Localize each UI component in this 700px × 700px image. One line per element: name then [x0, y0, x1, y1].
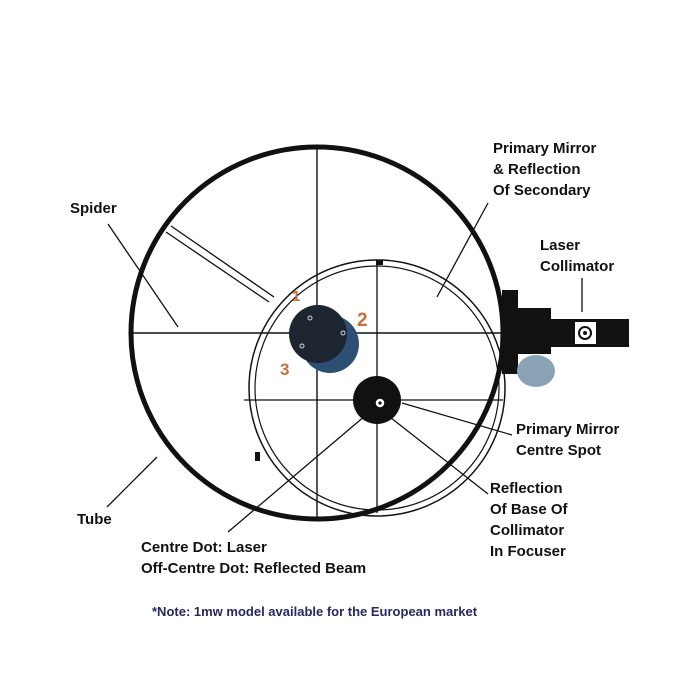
number-3: 3 — [280, 360, 290, 379]
focuser-drawtube — [515, 308, 551, 354]
label-primary-mirror-line-1: Primary Mirror — [493, 140, 597, 157]
diagonal-vane-a — [165, 231, 270, 303]
market-note: *Note: 1mw model available for the Europ… — [152, 604, 478, 619]
number-2: 2 — [357, 310, 368, 331]
label-primary-centre-spot-line-1: Primary Mirror — [516, 421, 620, 438]
label-spider: Spider — [70, 200, 117, 217]
label-reflection-base-line-3: Collimator — [490, 522, 565, 539]
label-primary-mirror-line-3: Of Secondary — [493, 182, 591, 199]
leader-centre-dot — [227, 409, 373, 533]
leader-tube — [106, 456, 158, 508]
laser-window-dot — [583, 331, 587, 335]
adjust-screw-3 — [299, 343, 305, 349]
diagonal-vane-b — [170, 225, 275, 298]
number-1: 1 — [292, 288, 301, 305]
focuser-body — [502, 290, 518, 374]
label-primary-mirror-line-2: & Reflection — [493, 161, 581, 178]
label-laser-collimator: Laser Collimator — [540, 235, 614, 277]
centre-spot-dot — [378, 401, 382, 405]
laser-window-ring — [578, 326, 592, 340]
focuser-knob — [517, 355, 555, 387]
leader-reflection-base — [385, 413, 489, 495]
label-tube: Tube — [77, 511, 112, 528]
secondary-mirror — [289, 305, 347, 363]
adjust-screw-1 — [307, 315, 313, 321]
label-centre-dot-line-2: Off-Centre Dot: Reflected Beam — [141, 560, 367, 577]
leader-primary-mirror — [436, 202, 489, 298]
label-reflection-base-line-2: Of Base Of — [490, 501, 568, 518]
ring-mark-left — [255, 452, 260, 461]
label-primary-centre-spot-line-2: Centre Spot — [516, 442, 602, 459]
label-primary-centre-spot: Primary Mirror Centre Spot — [516, 419, 619, 461]
ring-mark-top — [376, 260, 383, 265]
label-laser-collimator-line-1: Laser — [540, 237, 581, 254]
label-reflection-base: Reflection Of Base Of Collimator In Focu… — [490, 478, 568, 562]
label-primary-mirror: Primary Mirror & Reflection Of Secondary — [493, 138, 596, 201]
label-centre-dot-line-1: Centre Dot: Laser — [141, 539, 267, 556]
label-reflection-base-line-4: In Focuser — [490, 543, 566, 560]
label-centre-dot: Centre Dot: Laser Off-Centre Dot: Reflec… — [141, 537, 366, 579]
label-laser-collimator-line-2: Collimator — [540, 258, 615, 275]
leader-spider — [107, 223, 179, 328]
leader-centre-spot — [401, 402, 513, 436]
label-reflection-base-line-1: Reflection — [490, 480, 563, 497]
adjust-screw-2 — [340, 330, 346, 336]
